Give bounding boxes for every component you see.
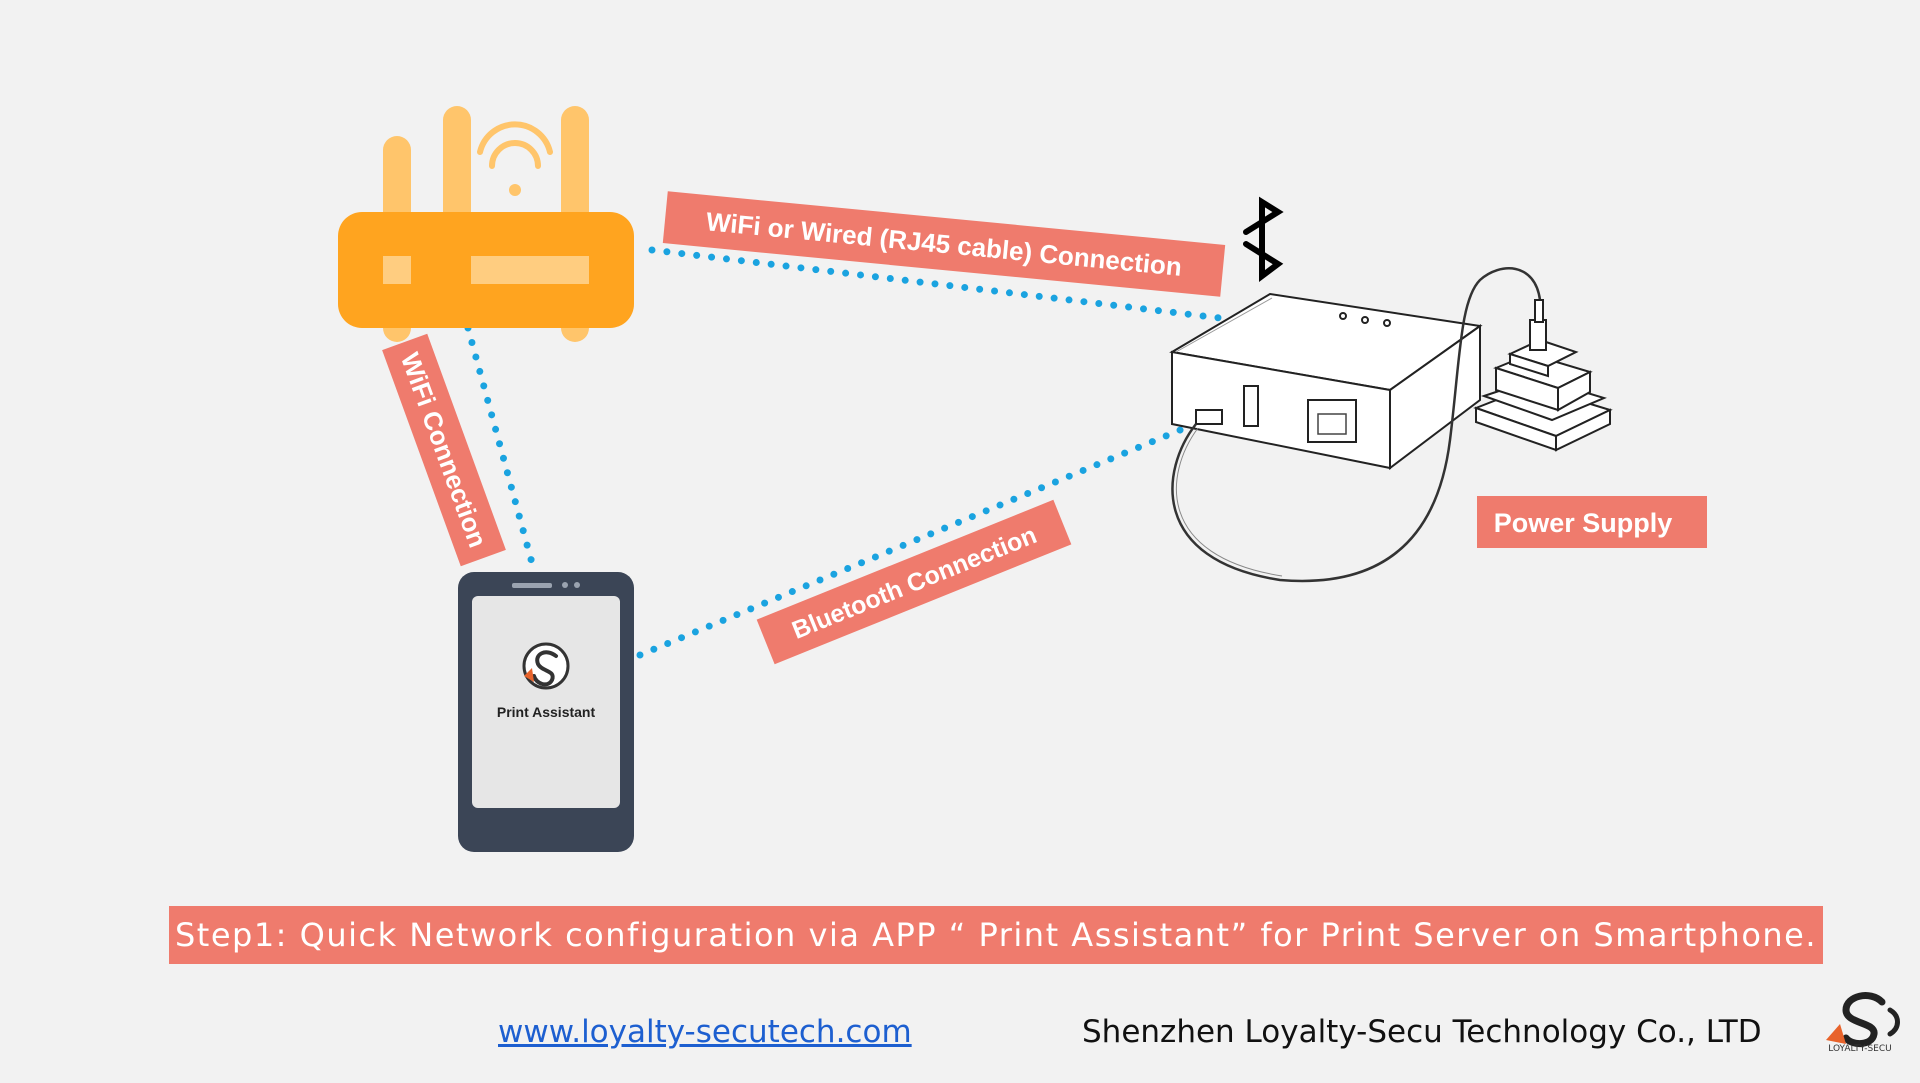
router-icon <box>338 106 634 342</box>
print-assistant-app-label: Print Assistant <box>497 704 596 720</box>
svg-text:WiFi Connection: WiFi Connection <box>395 349 493 552</box>
power-supply-label: Power Supply <box>1477 496 1707 548</box>
phone-to-server-bluetooth-line <box>636 424 1189 659</box>
usb-port-icon <box>1243 385 1259 427</box>
router-to-server-line <box>648 246 1224 322</box>
router-to-phone-line <box>464 324 536 567</box>
bluetooth-connection-label: Bluetooth Connection <box>756 499 1072 665</box>
company-logo-icon <box>1826 992 1900 1047</box>
step-banner: Step1: Quick Network configuration via A… <box>169 906 1823 964</box>
wifi-signal-icon <box>477 121 553 169</box>
usb-cable <box>1171 267 1542 583</box>
logo-text: LOYALTY-SECU <box>1828 1044 1892 1054</box>
print-assistant-app-icon <box>522 642 570 690</box>
bluetooth-icon <box>1243 196 1284 282</box>
website-link[interactable]: www.loyalty-secutech.com <box>498 1014 912 1050</box>
svg-text:Power Supply: Power Supply <box>1494 508 1673 538</box>
ethernet-port-icon <box>1307 399 1357 443</box>
power-adapter-icon <box>1473 299 1613 452</box>
company-name: Shenzhen Loyalty-Secu Technology Co., LT… <box>1082 1014 1762 1050</box>
wifi-connection-label: WiFi Connection <box>382 333 506 567</box>
smartphone-icon: Print Assistant <box>458 572 634 852</box>
wifi-wired-connection-label: WiFi or Wired (RJ45 cable) Connection <box>662 191 1226 297</box>
